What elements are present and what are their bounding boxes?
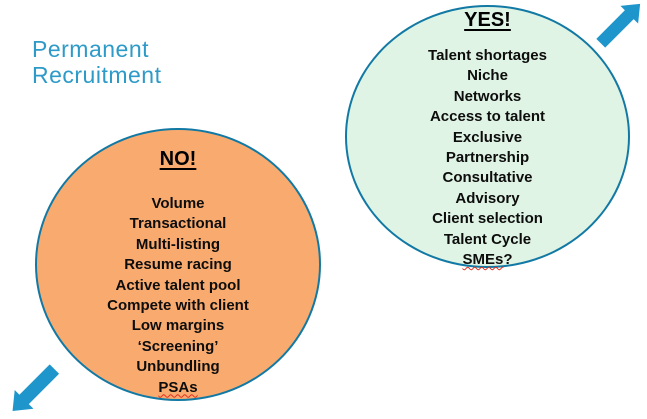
list-item: Transactional — [129, 215, 227, 233]
list-item: Low margins — [131, 317, 225, 335]
list-item: Exclusive — [452, 128, 523, 146]
list-item: Talent shortages — [428, 47, 547, 64]
list-item: ‘Screening’ — [137, 337, 219, 355]
no-circle-title: NO! — [159, 148, 197, 170]
spellcheck-flagged-word: PSAs — [158, 378, 198, 396]
page-title: Permanent Recruitment — [32, 36, 162, 88]
list-item: Advisory — [455, 189, 520, 207]
list-item: Compete with client — [107, 297, 249, 315]
list-item: Networks — [453, 87, 522, 105]
list-item: Partnership — [445, 149, 530, 167]
list-item: SMEs? — [462, 251, 513, 269]
spellcheck-flagged-word: SMEs — [462, 251, 504, 269]
list-item: PSAs — [37, 378, 319, 398]
list-item: Resume racing — [124, 256, 232, 274]
down-left-arrow-icon — [8, 363, 62, 414]
list-item: Access to talent — [429, 108, 546, 126]
list-item: Niche — [467, 67, 508, 85]
list-item: Unbundling — [136, 358, 220, 376]
list-item: Active talent pool — [115, 276, 241, 294]
list-item: Client selection — [432, 210, 543, 228]
list-item: Volume — [151, 195, 205, 212]
up-right-arrow-icon — [595, 1, 643, 49]
list-item: Multi-listing — [135, 235, 221, 253]
list-item: Consultative — [442, 169, 533, 187]
list-item: Talent Cycle — [443, 230, 532, 248]
yes-circle-title: YES! — [464, 9, 511, 31]
